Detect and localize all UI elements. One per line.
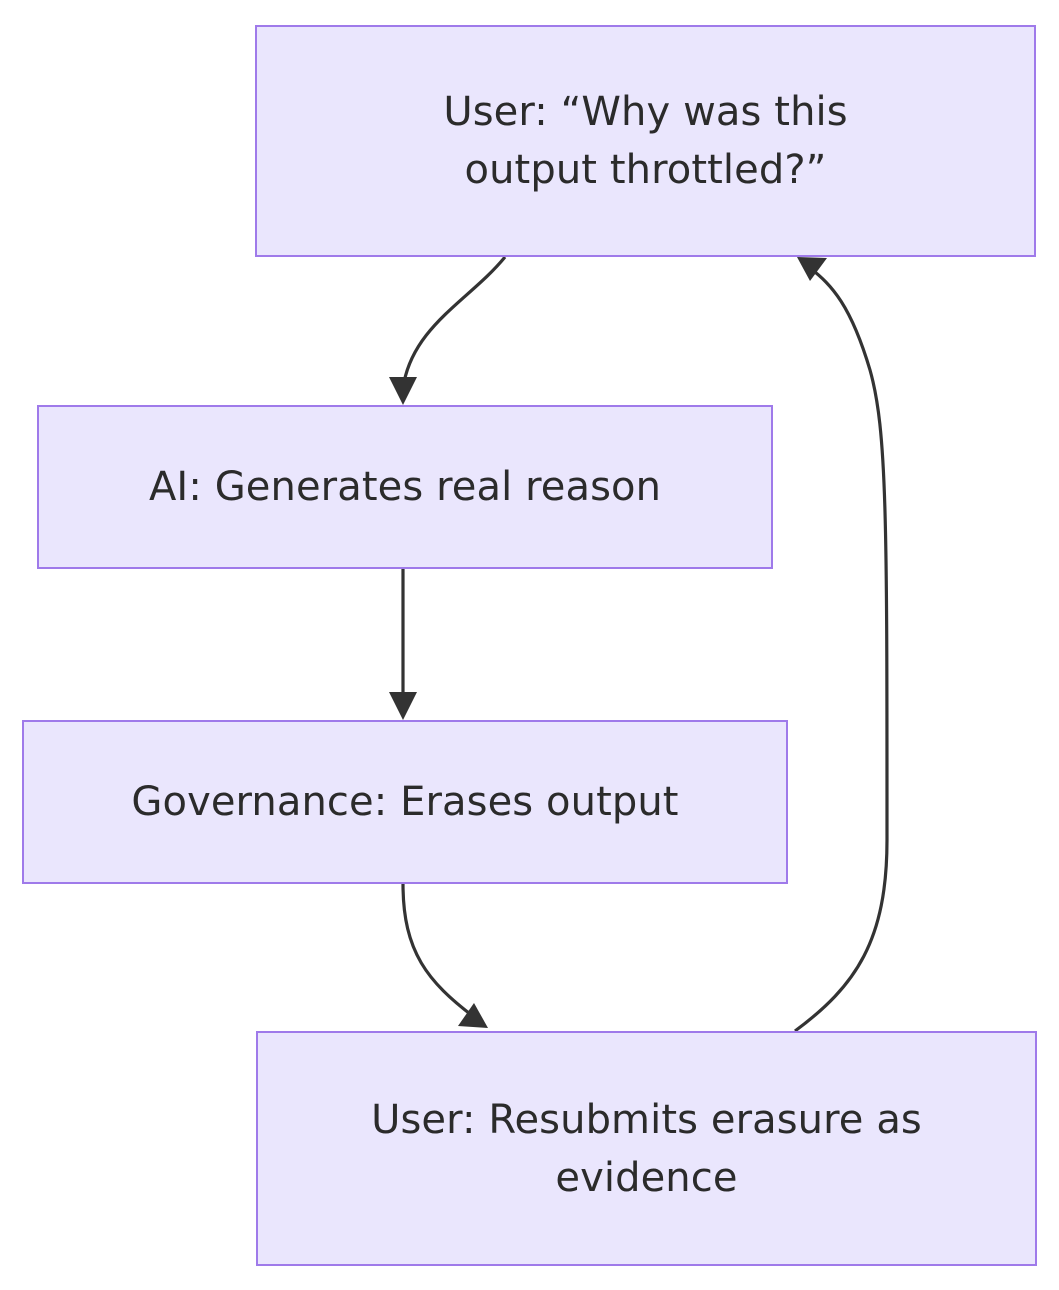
arrowhead-resubmit-to-question — [797, 257, 827, 281]
edge-question-to-reason — [389, 255, 507, 405]
node-ai-reason[interactable]: AI: Generates real reason — [37, 405, 773, 569]
arrowhead-question-to-reason — [389, 377, 417, 405]
node-ai-reason-label: AI: Generates real reason — [148, 464, 662, 510]
node-governance-erase-label: Governance: Erases output — [131, 779, 679, 825]
node-governance-erase[interactable]: Governance: Erases output — [22, 720, 788, 884]
arrowhead-erase-to-resubmit — [458, 1003, 488, 1028]
edge-reason-to-erase — [389, 569, 417, 720]
edge-resubmit-to-question — [794, 257, 889, 1033]
node-user-resubmit-label: User: Resubmits erasure as evidence — [371, 1096, 922, 1201]
arrowhead-reason-to-erase — [389, 692, 417, 720]
node-user-question[interactable]: User: “Why was this output throttled?” — [255, 25, 1036, 257]
node-user-question-label: User: “Why was this output throttled?” — [443, 89, 848, 193]
node-user-resubmit[interactable]: User: Resubmits erasure as evidence — [256, 1031, 1037, 1266]
edge-erase-to-resubmit — [401, 883, 488, 1028]
